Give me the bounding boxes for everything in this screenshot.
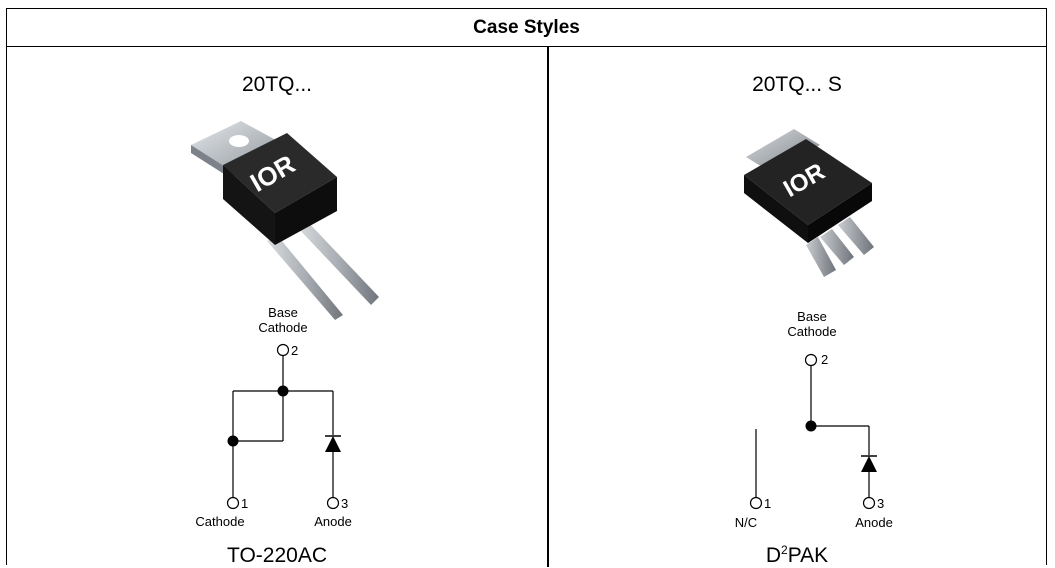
- to220-package-image: IOR: [191, 121, 379, 320]
- pin2-label-line2: Cathode: [258, 320, 308, 335]
- package-name-right: D2PAK: [548, 543, 1046, 568]
- pin2-label-line1: Base: [797, 309, 827, 324]
- package-superscript: 2: [781, 543, 788, 557]
- pin2-num-right: 2: [821, 352, 829, 367]
- pin2-num-left: 2: [291, 343, 299, 358]
- pin3-label-right: Anode: [855, 515, 893, 530]
- package-suffix: PAK: [787, 544, 829, 567]
- pin2-label-line1: Base: [268, 305, 298, 320]
- column-d2pak: 20TQ... S IOR: [548, 47, 1046, 568]
- pin1-num-right: 1: [764, 496, 772, 511]
- pin1-label-right: N/C: [734, 515, 758, 530]
- pin2-label-right: Base Cathode: [772, 309, 852, 339]
- case-styles-table: Case Styles 20TQ...: [6, 8, 1047, 568]
- package-name-left: TO-220AC: [227, 544, 327, 567]
- part-number-right: 20TQ... S: [752, 73, 842, 96]
- package-prefix: D: [765, 544, 781, 567]
- schematic-right: [749, 353, 877, 510]
- column-to220: 20TQ...: [7, 47, 547, 567]
- schematic-left: [226, 343, 341, 510]
- part-number-left: 20TQ...: [241, 73, 313, 96]
- pin3-num-left: 3: [341, 496, 349, 511]
- pin2-label-left: Base Cathode: [243, 305, 323, 335]
- header-title: Case Styles: [473, 16, 580, 38]
- pin3-num-right: 3: [877, 496, 885, 511]
- table-header: Case Styles: [7, 9, 1046, 47]
- column-divider: [547, 47, 549, 567]
- d2pak-package-image: IOR: [744, 129, 874, 277]
- pin3-label-left: Anode: [314, 514, 352, 529]
- pin1-label-left: Cathode: [195, 514, 245, 529]
- pin1-num-left: 1: [241, 496, 249, 511]
- pin2-label-line2: Cathode: [787, 324, 837, 339]
